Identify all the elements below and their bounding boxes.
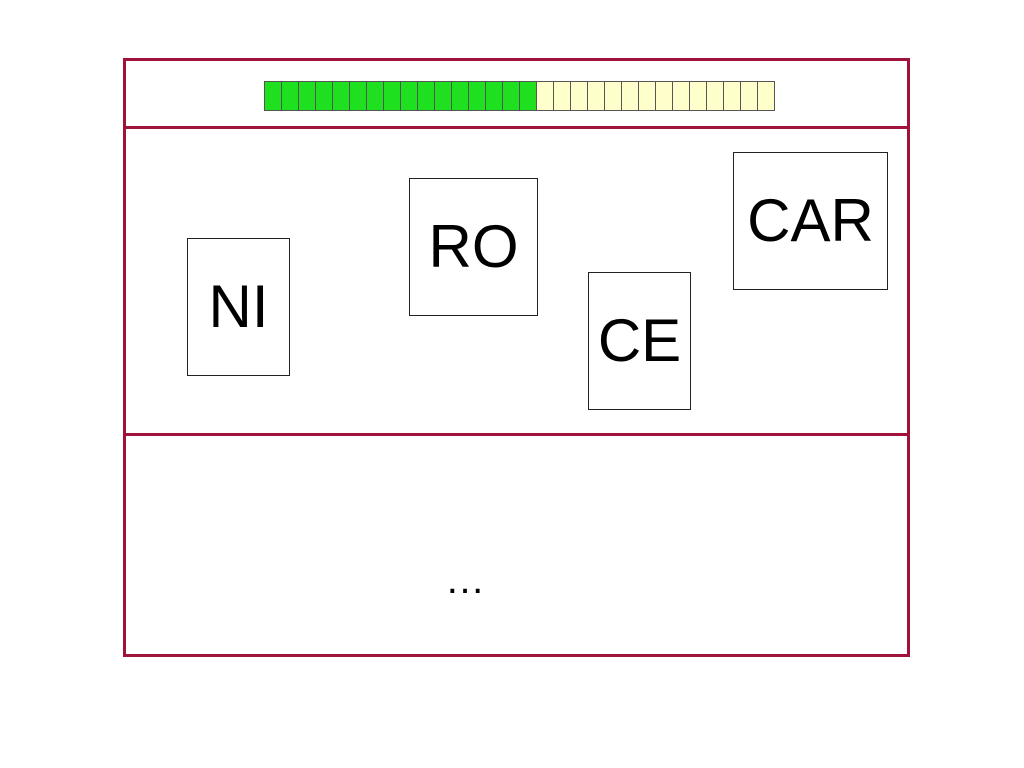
progress-segment-filled [401, 82, 418, 110]
card-car-label: CAR [747, 187, 874, 254]
progress-segment-filled [486, 82, 503, 110]
card-ce-label: CE [597, 307, 682, 374]
progress-segment-filled [265, 82, 282, 110]
progress-segment-empty [588, 82, 605, 110]
outer-frame [123, 58, 910, 657]
progress-segment-filled [503, 82, 520, 110]
progress-segment-filled [367, 82, 384, 110]
progress-segment-empty [554, 82, 571, 110]
top-section-divider [123, 126, 910, 129]
card-ni-label: NI [208, 273, 269, 340]
progress-segment-empty [758, 82, 775, 110]
progress-segment-filled [299, 82, 316, 110]
progress-segment-filled [333, 82, 350, 110]
progress-segment-empty [690, 82, 707, 110]
progress-segment-filled [316, 82, 333, 110]
card-car: CAR [733, 152, 888, 290]
progress-segment-empty [707, 82, 724, 110]
progress-segment-filled [452, 82, 469, 110]
progress-segment-empty [656, 82, 673, 110]
progress-segment-empty [724, 82, 741, 110]
progress-segment-filled [384, 82, 401, 110]
continuation-ellipsis: … [445, 558, 485, 602]
card-ro-label: RO [428, 213, 519, 280]
card-ce: CE [588, 272, 691, 410]
progress-segment-empty [537, 82, 554, 110]
segmented-progress-bar [264, 81, 775, 111]
progress-segment-empty [741, 82, 758, 110]
progress-segment-empty [605, 82, 622, 110]
card-ni: NI [187, 238, 290, 376]
progress-segment-filled [469, 82, 486, 110]
progress-segment-empty [673, 82, 690, 110]
card-ro: RO [409, 178, 538, 316]
progress-segment-empty [639, 82, 656, 110]
progress-segment-empty [622, 82, 639, 110]
progress-segment-filled [418, 82, 435, 110]
progress-segment-filled [282, 82, 299, 110]
progress-segment-filled [435, 82, 452, 110]
progress-segment-filled [520, 82, 537, 110]
progress-segment-filled [350, 82, 367, 110]
progress-segment-empty [571, 82, 588, 110]
bottom-section-divider [123, 433, 910, 436]
